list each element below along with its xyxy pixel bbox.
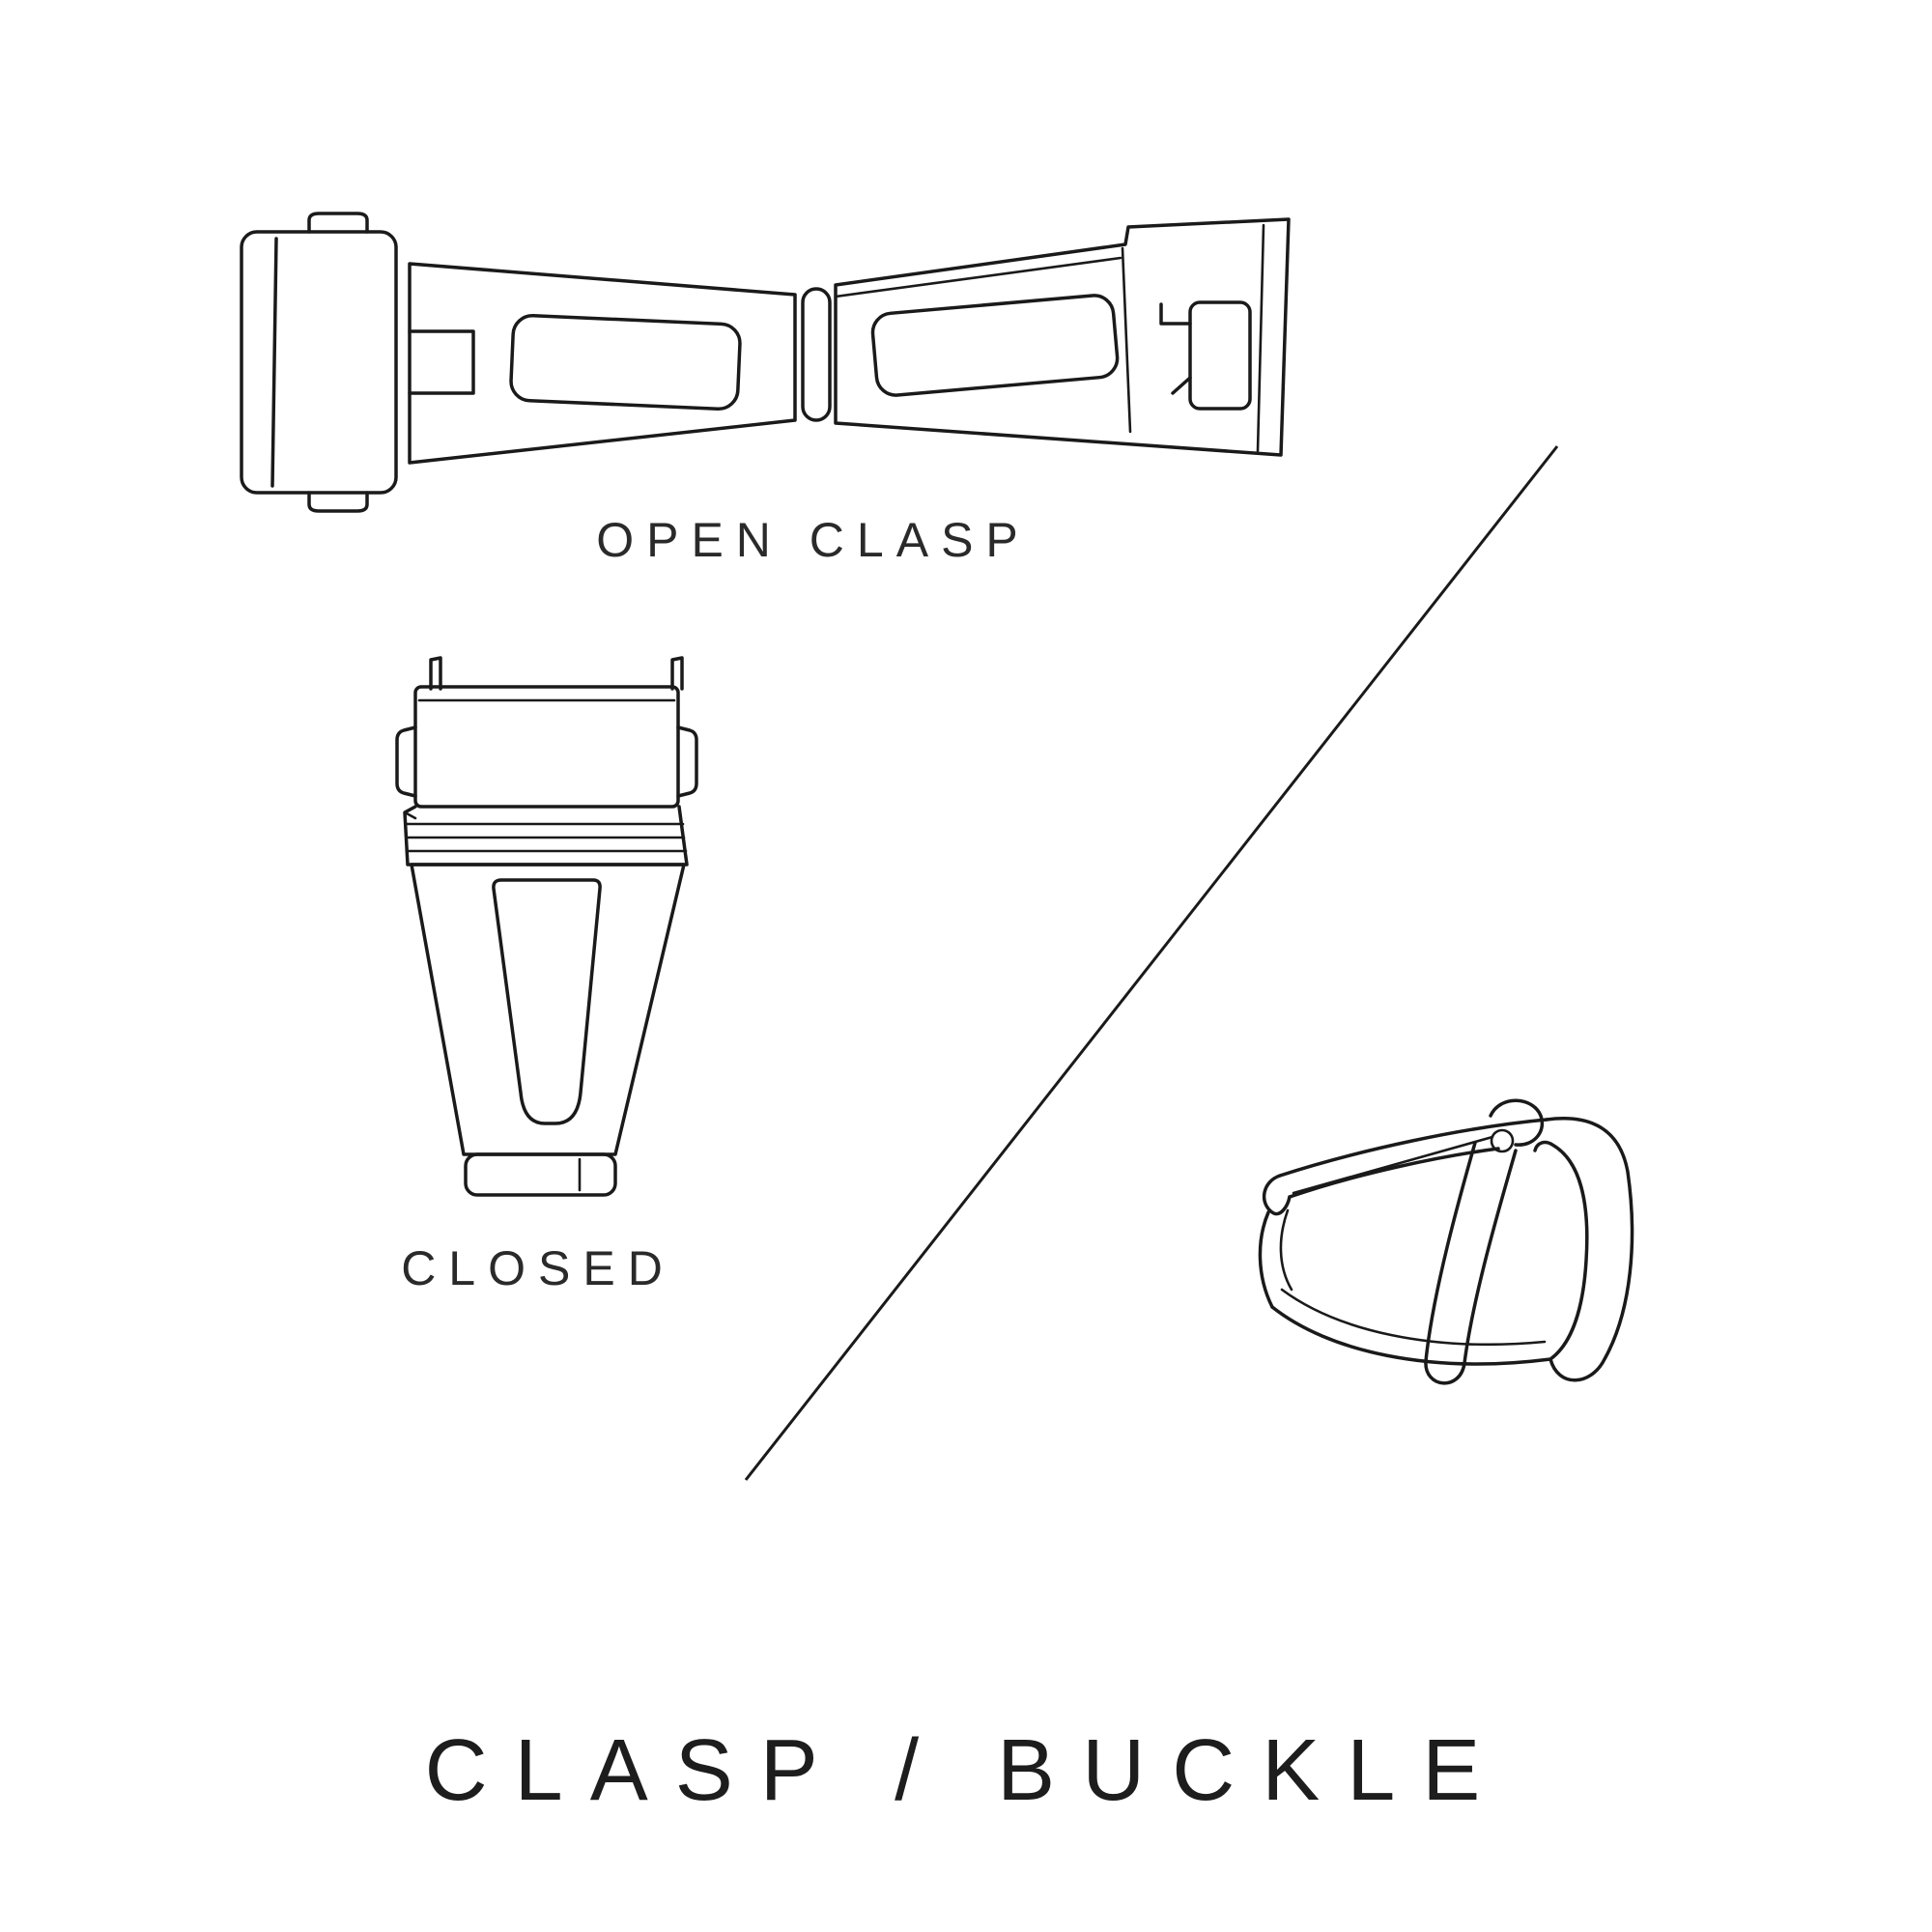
clasp-fold-box — [413, 685, 680, 809]
closed-clasp-label: CLOSED — [401, 1241, 675, 1295]
buckle-left-frame — [1258, 1210, 1274, 1309]
buckle-bottom-bar — [1270, 1305, 1552, 1366]
clasp-body — [410, 863, 686, 1156]
clasp-band — [403, 805, 689, 867]
buckle-tongue — [1489, 1098, 1545, 1147]
buckle-illustration — [1212, 1058, 1676, 1444]
clasp-bottom-cap — [464, 1152, 617, 1197]
clasp-left-arm — [408, 262, 797, 465]
buckle-right-frame — [1533, 1117, 1634, 1382]
buckle-top-bar — [1278, 1118, 1548, 1178]
clasp-hinge — [801, 287, 832, 422]
buckle-drawing — [1258, 1098, 1634, 1385]
page-title: CLASP / BUCKLE — [424, 1722, 1508, 1819]
open-clasp-label: OPEN CLASP — [596, 513, 1031, 567]
clasp-right-arm — [834, 217, 1291, 457]
open-clasp-illustration — [232, 188, 1304, 517]
clasp-end-link — [240, 230, 398, 495]
open-clasp-drawing — [240, 212, 1291, 513]
closed-clasp-drawing — [395, 656, 698, 1197]
closed-clasp-illustration — [377, 633, 724, 1212]
